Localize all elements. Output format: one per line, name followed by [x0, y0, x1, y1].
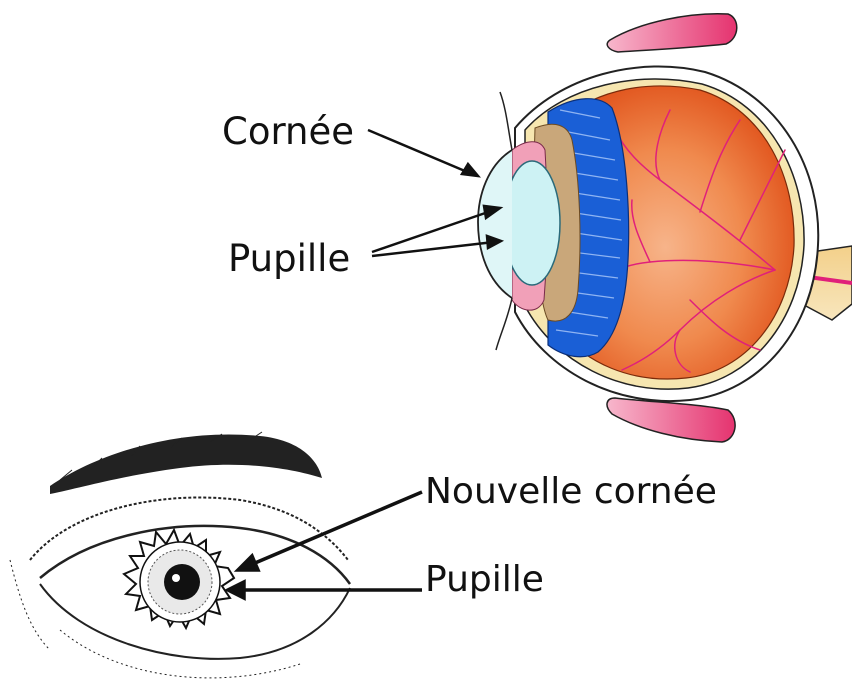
- lower-eye-muscle: [607, 398, 735, 442]
- crystalline-lens: [504, 161, 560, 285]
- pupil-pointer-upper: [372, 210, 494, 252]
- new-cornea-pointer: [248, 492, 422, 566]
- new-cornea-label: Nouvelle cornée: [425, 474, 717, 510]
- eye-cross-section: [478, 14, 852, 442]
- eyebrow: [50, 434, 322, 494]
- pupil-dark: [164, 564, 200, 600]
- upper-lid-edge: [500, 92, 512, 150]
- cornea-label: Cornée: [222, 113, 354, 150]
- lower-lid-edge: [496, 298, 512, 350]
- cornea-pointer: [368, 130, 472, 174]
- upper-eye-muscle: [607, 14, 737, 52]
- pupil-pointer-lower: [372, 242, 494, 256]
- cornea-shape: [478, 150, 512, 298]
- frontal-eye-sketch: [10, 432, 350, 678]
- pupil-label-bottom: Pupille: [425, 562, 544, 598]
- bottom-pointers: [228, 492, 422, 598]
- pupil-label-top: Pupille: [228, 240, 350, 277]
- pupil-highlight: [172, 574, 180, 582]
